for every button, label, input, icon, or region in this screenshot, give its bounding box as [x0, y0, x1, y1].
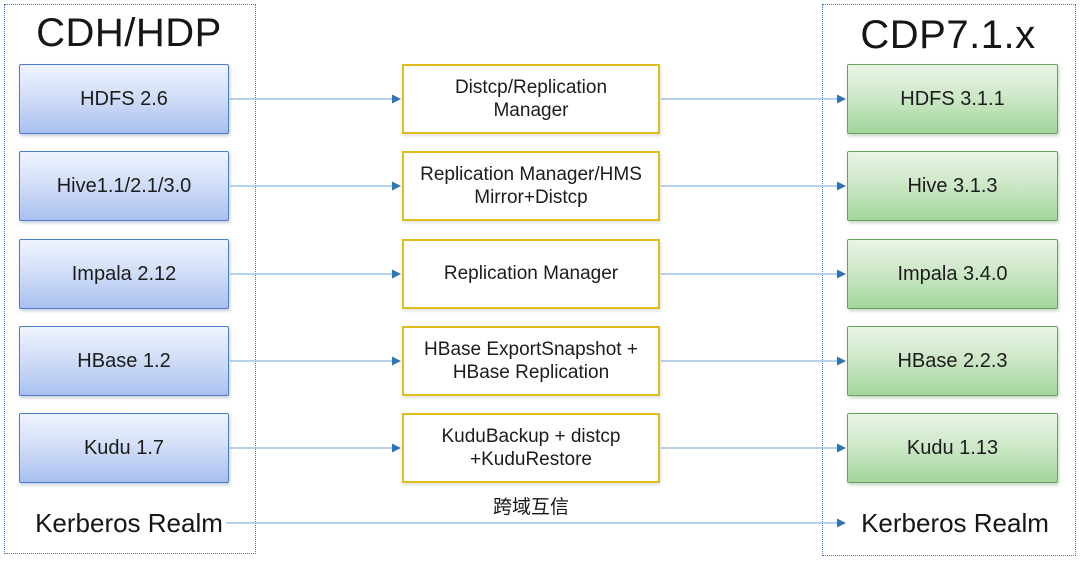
tool-box-4: HBase ExportSnapshot + HBase Replication [402, 326, 660, 396]
target-kerberos-label: Kerberos Realm [861, 508, 1049, 538]
source-cluster-title: CDH/HDP [36, 11, 222, 55]
tool-box-1: Distcp/Replication Manager [402, 64, 660, 134]
tool-box-2: Replication Manager/HMS Mirror+Distcp [402, 151, 660, 221]
target-box-3: Impala 3.4.0 [847, 239, 1058, 309]
connector-arrow [661, 181, 846, 191]
target-box-4: HBase 2.2.3 [847, 326, 1058, 396]
target-box-2: Hive 3.1.3 [847, 151, 1058, 221]
source-box-5: Kudu 1.7 [19, 413, 229, 483]
source-kerberos-label: Kerberos Realm [35, 508, 223, 538]
target-box-1: HDFS 3.1.1 [847, 64, 1058, 134]
connector-arrow [661, 443, 846, 453]
source-box-4: HBase 1.2 [19, 326, 229, 396]
cross-realm-trust-label: 跨域互信 [492, 497, 569, 518]
source-box-1: HDFS 2.6 [19, 64, 229, 134]
source-box-2: Hive1.1/2.1/3.0 [19, 151, 229, 221]
connector-arrow [661, 356, 846, 366]
tool-box-5: KuduBackup + distcp +KuduRestore [402, 413, 660, 483]
target-cluster-panel [822, 4, 1076, 556]
connector-arrow [661, 269, 846, 279]
target-box-5: Kudu 1.13 [847, 413, 1058, 483]
tool-box-3: Replication Manager [402, 239, 660, 309]
source-cluster-panel [4, 4, 256, 554]
source-box-3: Impala 2.12 [19, 239, 229, 309]
target-cluster-title: CDP7.1.x [860, 13, 1036, 57]
connector-arrow [661, 94, 846, 104]
